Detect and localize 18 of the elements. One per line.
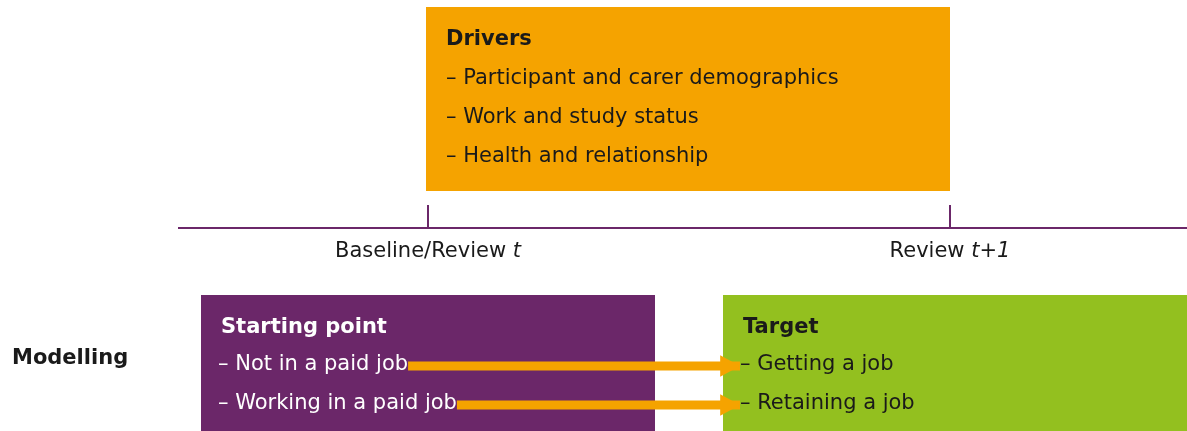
box-heading: Starting point [221,313,388,340]
list-item: – Participant and carer demographics [446,64,840,91]
timepoint-label: Review t+1 [889,238,1011,262]
list-item: – Not in a paid job [218,348,409,378]
list-item: – Working in a paid job [218,387,457,417]
arrow [408,355,740,377]
box-heading: Target [743,313,820,340]
text-box [201,295,655,431]
timepoint-label: Baseline/Review t [335,238,521,262]
row-label: Modelling [12,345,129,369]
list-item: – Work and study status [446,103,700,130]
list-item: – Retaining a job [740,387,915,417]
list-item: – Getting a job [740,348,894,378]
arrow [456,394,740,416]
box-heading: Drivers [446,25,533,52]
text-box [723,295,1187,431]
list-item: – Health and relationship [446,142,710,169]
text-box [426,7,950,191]
